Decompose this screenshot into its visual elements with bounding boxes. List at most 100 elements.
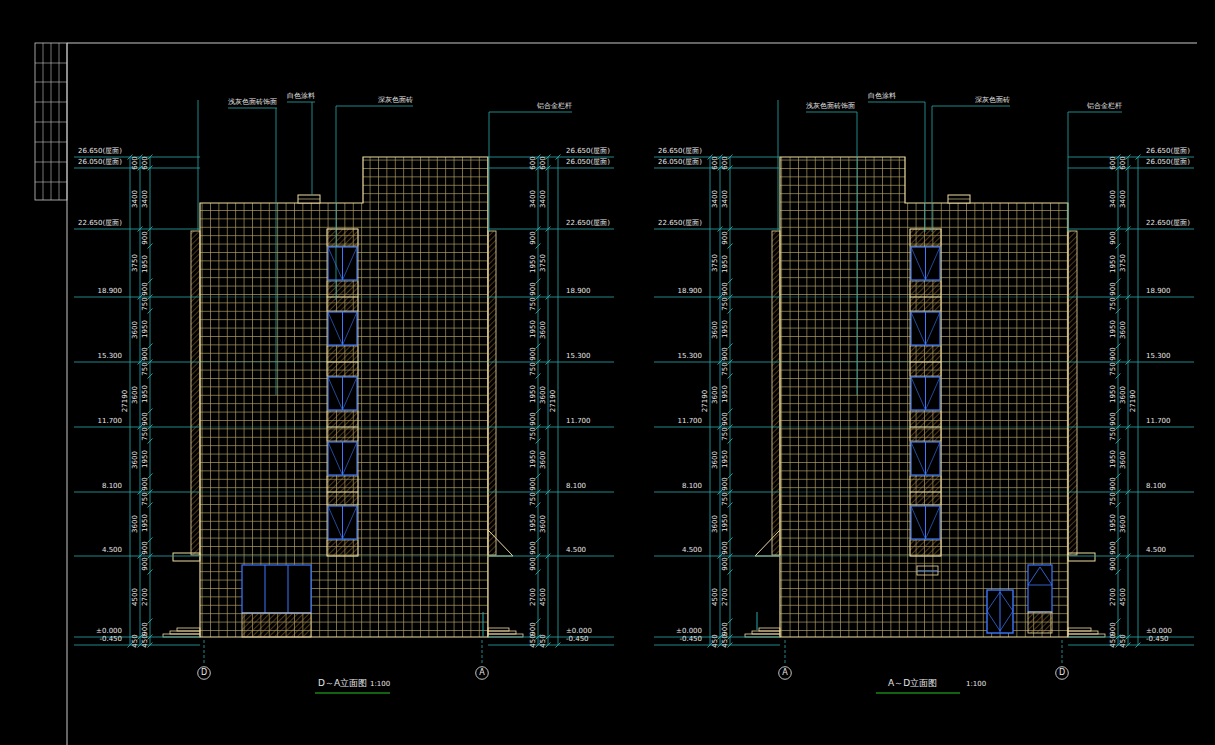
entry-step	[170, 631, 200, 634]
level-line	[488, 645, 614, 646]
dimension-text: 3600	[1120, 321, 1127, 339]
dimension-text: 450	[722, 634, 729, 647]
window-sash	[926, 442, 941, 475]
level-line	[1068, 637, 1194, 638]
title-strip-line	[35, 82, 67, 83]
entry-step	[745, 634, 780, 637]
dimension-text: 900	[722, 231, 729, 244]
frame-line	[67, 43, 1197, 44]
elevation-mark: 8.100	[1146, 483, 1166, 490]
level-line	[488, 556, 614, 557]
level-line	[1068, 492, 1194, 493]
title-strip-line	[35, 102, 67, 103]
dimension-tick	[728, 227, 733, 232]
dimension-line	[140, 157, 141, 645]
dimension-text: 2700	[142, 588, 149, 606]
level-line	[654, 229, 780, 230]
spandrel-panel	[327, 362, 358, 376]
leader-line	[806, 112, 857, 113]
elevation-mark: 22.650(屋面)	[566, 220, 610, 227]
dimension-text: 1950	[1110, 385, 1117, 403]
dimension-text: 900	[722, 541, 729, 554]
elevation-mark: 4.500	[682, 547, 702, 554]
level-line	[488, 492, 614, 493]
level-line	[488, 168, 614, 169]
downpipe	[483, 612, 484, 637]
elevation-mark: 4.500	[566, 547, 586, 554]
title-strip-line	[51, 43, 52, 200]
canopy	[173, 553, 200, 561]
leader-line	[932, 106, 1010, 107]
dimension-text: 900	[530, 231, 537, 244]
dimension-text: 3750	[712, 254, 719, 272]
dimension-line	[548, 157, 549, 645]
leader-line	[489, 112, 490, 232]
elevation-mark: 15.300	[678, 353, 703, 360]
material-callout: 白色涂料	[868, 93, 896, 100]
entry-step	[1068, 634, 1105, 637]
dimension-text: 3400	[540, 190, 547, 208]
dimension-text: 450	[1110, 634, 1117, 647]
dimension-tick	[148, 227, 153, 232]
level-line	[1068, 297, 1194, 298]
dimension-text: 600	[1120, 156, 1127, 169]
leader-line	[489, 112, 572, 113]
dimension-text: 750	[142, 297, 149, 310]
spandrel-panel	[327, 281, 358, 297]
dimension-text: 750	[1110, 362, 1117, 375]
dimension-text: 900	[1110, 541, 1117, 554]
window-frame	[328, 312, 357, 345]
elevation-mark: 26.050(屋面)	[658, 159, 702, 166]
elevation-mark: 4.500	[102, 547, 122, 554]
leader-line	[287, 102, 315, 103]
scale-label: 1:100	[370, 681, 390, 688]
dimension-text: 750	[530, 297, 537, 310]
dimension-tick	[1126, 425, 1131, 430]
dimension-line	[710, 157, 711, 645]
dimension-text: 900	[722, 347, 729, 360]
dimension-tick	[1126, 360, 1131, 365]
elevation-mark: -0.450	[1146, 636, 1169, 643]
dimension-text: 900	[1110, 622, 1117, 635]
elevation-mark: 26.650(屋面)	[1146, 148, 1190, 155]
dimension-tick	[536, 244, 541, 249]
dimension-line	[720, 157, 721, 645]
dimension-text: 900	[142, 541, 149, 554]
dimension-tick	[1126, 490, 1131, 495]
level-line	[74, 229, 200, 230]
entry-step	[1068, 628, 1091, 631]
callout-leaders	[228, 102, 1122, 395]
view-title: D～A立面图	[318, 679, 367, 688]
facade-outline	[200, 157, 488, 637]
level-line	[1068, 645, 1194, 646]
title-strip-line	[35, 63, 67, 64]
dimension-text: 750	[1110, 297, 1117, 310]
dimension-text: 3600	[540, 321, 547, 339]
dimension-text: 3600	[712, 515, 719, 533]
dimension-text: 750	[722, 427, 729, 440]
window-base	[1028, 612, 1052, 633]
spandrel-panel	[910, 492, 941, 505]
elevation-mark: 15.300	[98, 353, 123, 360]
dimension-text: 3400	[142, 190, 149, 208]
axis-circle-ring	[779, 667, 792, 680]
dimension-tick	[1136, 155, 1141, 160]
dimension-text: 3400	[132, 190, 139, 208]
door-leaf	[987, 592, 1000, 611]
leader-line	[868, 102, 925, 103]
dimension-text: 1950	[722, 385, 729, 403]
dimension-text: 900	[142, 412, 149, 425]
elevation-mark: ±0.000	[1146, 628, 1172, 635]
dimension-tick	[546, 360, 551, 365]
level-line	[74, 362, 200, 363]
dimension-text: 1950	[142, 450, 149, 468]
window-sash	[328, 247, 343, 280]
title-underline	[876, 692, 960, 693]
elevation-mark: -0.450	[99, 636, 122, 643]
title-strip-line	[35, 122, 67, 123]
axis-label: A	[479, 669, 484, 677]
dimension-text: 450	[132, 634, 139, 647]
dimension-tick	[138, 227, 143, 232]
leader-line	[778, 100, 779, 230]
axis-circle: A	[778, 666, 792, 680]
